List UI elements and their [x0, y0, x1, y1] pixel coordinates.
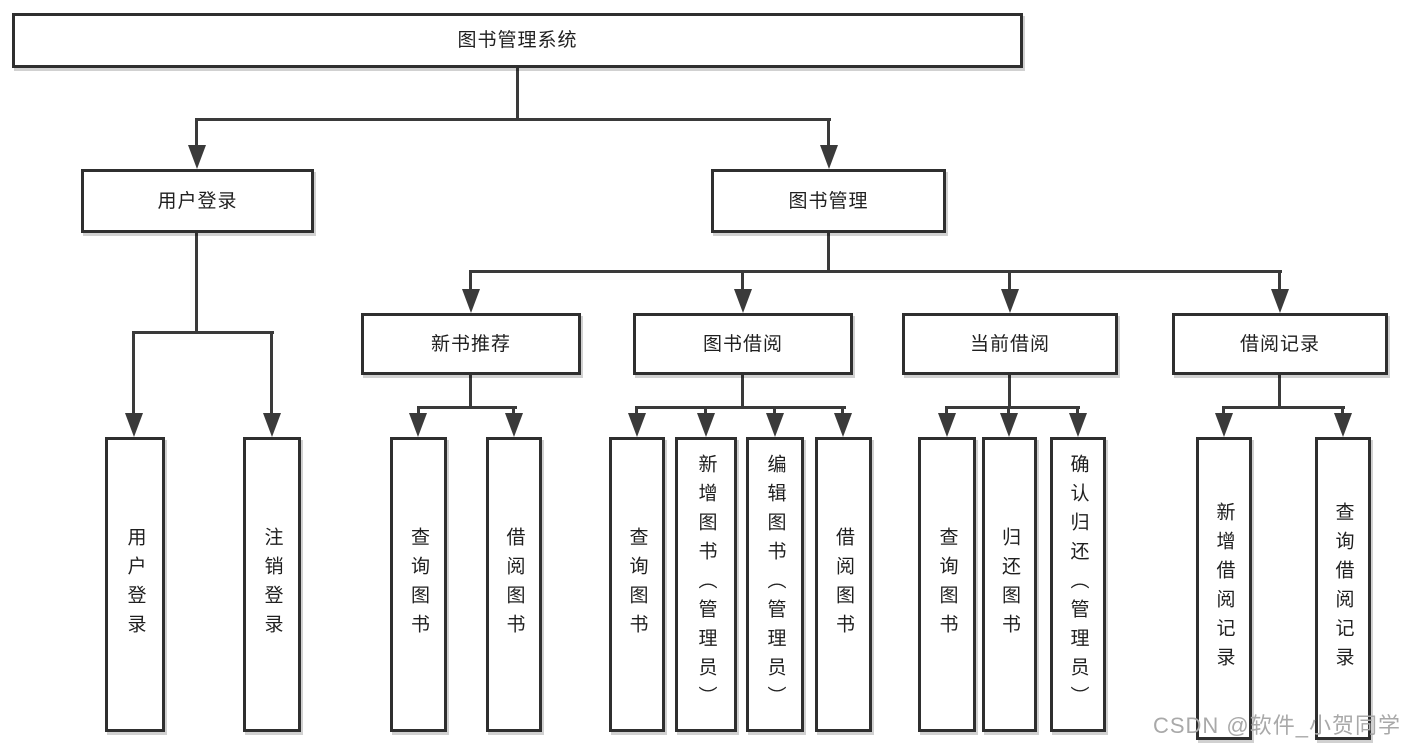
connector-line	[469, 270, 472, 292]
connector-line	[195, 118, 831, 121]
connector-line	[1341, 406, 1344, 416]
arrowhead-icon	[188, 145, 206, 169]
node-label: 确认归还（管理员）	[1067, 454, 1089, 715]
connector-line	[469, 270, 1282, 273]
arrowhead-icon	[938, 413, 956, 437]
connector-line	[1008, 270, 1011, 292]
connector-line	[417, 406, 420, 416]
node-label: 用户登录	[157, 190, 238, 212]
connector-line	[1008, 375, 1011, 409]
node-label: 图书管理系统	[457, 30, 578, 51]
connector-line	[1007, 406, 1010, 416]
connector-line	[945, 406, 1080, 409]
node-label: 图书借阅	[702, 333, 783, 355]
arrowhead-icon	[125, 413, 143, 437]
node-user-login: 用户登录	[81, 169, 314, 233]
node-label: 图书管理	[788, 190, 869, 212]
connector-line	[741, 375, 744, 409]
connector-line	[132, 331, 135, 415]
connector-line	[516, 68, 519, 121]
node-label: 借阅记录	[1239, 333, 1320, 355]
connector-line	[195, 233, 198, 334]
arrowhead-icon	[1271, 289, 1289, 313]
node-label: 当前借阅	[969, 333, 1050, 355]
connector-line	[512, 406, 515, 416]
node-query-borrow-record: 查询借阅记录	[1315, 437, 1371, 740]
connector-line	[827, 118, 830, 146]
arrowhead-icon	[462, 289, 480, 313]
node-borrow-records: 借阅记录	[1172, 313, 1388, 375]
node-library-system: 图书管理系统	[12, 13, 1023, 68]
node-return-books: 归还图书	[982, 437, 1037, 732]
node-new-book-recommend: 新书推荐	[361, 313, 581, 375]
connector-line	[417, 406, 517, 409]
node-label: 用户登录	[124, 526, 146, 643]
arrowhead-icon	[1334, 413, 1352, 437]
node-borrow-books-borrow: 借阅图书	[815, 437, 872, 732]
node-query-books-current: 查询图书	[918, 437, 976, 732]
node-logout: 注销登录	[243, 437, 301, 732]
arrowhead-icon	[766, 413, 784, 437]
connector-line	[469, 375, 472, 409]
connector-line	[195, 118, 198, 146]
node-add-borrow-record: 新增借阅记录	[1196, 437, 1252, 740]
connector-line	[1222, 406, 1225, 416]
arrowhead-icon	[820, 145, 838, 169]
node-confirm-return-admin: 确认归还（管理员）	[1050, 437, 1106, 732]
arrowhead-icon	[1000, 413, 1018, 437]
node-label: 查询借阅记录	[1332, 501, 1354, 676]
connector-line	[773, 406, 776, 416]
node-user-login-leaf: 用户登录	[105, 437, 165, 732]
connector-line	[1278, 375, 1281, 409]
node-label: 借阅图书	[503, 526, 525, 643]
arrowhead-icon	[628, 413, 646, 437]
node-label: 编辑图书（管理员）	[764, 454, 786, 715]
connector-line	[1222, 406, 1345, 409]
node-current-borrow: 当前借阅	[902, 313, 1118, 375]
node-book-borrow: 图书借阅	[633, 313, 853, 375]
connector-line	[132, 331, 274, 334]
node-add-books-admin: 新增图书（管理员）	[675, 437, 737, 732]
arrowhead-icon	[734, 289, 752, 313]
node-book-management: 图书管理	[711, 169, 946, 233]
node-label: 新增借阅记录	[1213, 501, 1235, 676]
connector-line	[635, 406, 638, 416]
arrowhead-icon	[1215, 413, 1233, 437]
node-edit-books-admin: 编辑图书（管理员）	[746, 437, 804, 732]
node-label: 归还图书	[999, 526, 1020, 643]
connector-line	[841, 406, 844, 416]
arrowhead-icon	[834, 413, 852, 437]
node-label: 查询图书	[936, 526, 958, 643]
arrowhead-icon	[409, 413, 427, 437]
connector-line	[945, 406, 948, 416]
arrowhead-icon	[697, 413, 715, 437]
node-label: 注销登录	[261, 526, 283, 643]
arrowhead-icon	[263, 413, 281, 437]
connector-line	[741, 270, 744, 292]
node-borrow-books-recommend: 借阅图书	[486, 437, 542, 732]
connector-line	[635, 406, 846, 409]
node-query-books-recommend: 查询图书	[390, 437, 447, 732]
arrowhead-icon	[505, 413, 523, 437]
connector-line	[1278, 270, 1281, 292]
connector-line	[827, 233, 830, 273]
node-label: 借阅图书	[833, 526, 854, 643]
node-label: 新书推荐	[430, 333, 511, 355]
node-label: 查询图书	[626, 526, 648, 643]
connector-line	[270, 331, 273, 415]
arrowhead-icon	[1069, 413, 1087, 437]
connector-line	[704, 406, 707, 416]
connector-line	[1076, 406, 1079, 416]
node-query-books-borrow: 查询图书	[609, 437, 665, 732]
arrowhead-icon	[1001, 289, 1019, 313]
node-label: 新增图书（管理员）	[695, 454, 717, 715]
node-label: 查询图书	[408, 526, 429, 643]
